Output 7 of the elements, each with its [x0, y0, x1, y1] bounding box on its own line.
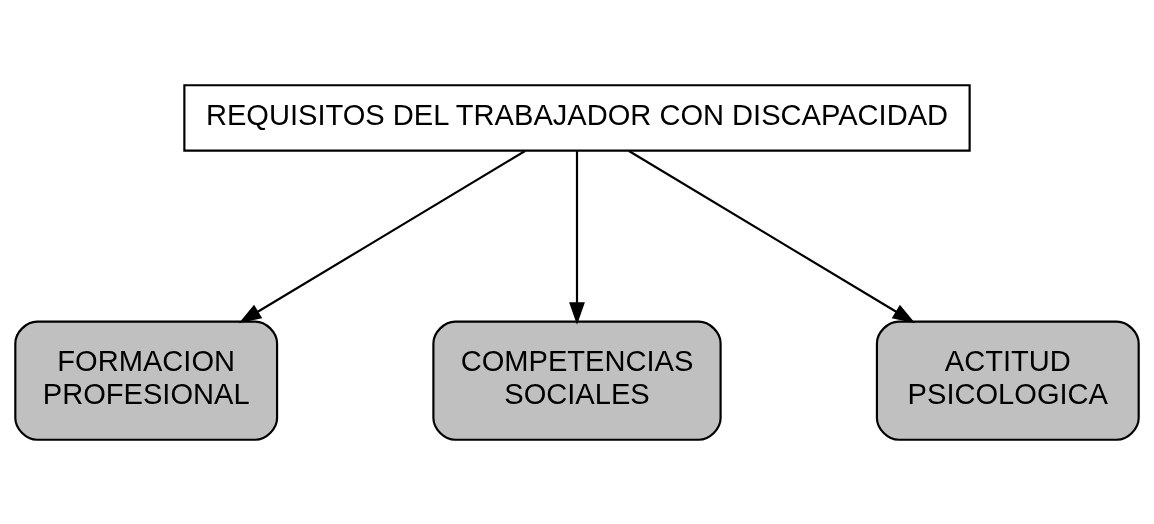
node-box: REQUISITOS DEL TRABAJADOR CON DISCAPACIDAD — [183, 83, 971, 152]
arrow — [569, 150, 585, 325]
arrow — [628, 149, 916, 323]
node-box: FORMACION PROFESIONAL — [14, 320, 279, 441]
node-box: ACTITUD PSICOLOGICA — [875, 320, 1140, 441]
node-box: COMPETENCIAS SOCIALES — [432, 320, 722, 441]
arrow — [238, 149, 526, 323]
